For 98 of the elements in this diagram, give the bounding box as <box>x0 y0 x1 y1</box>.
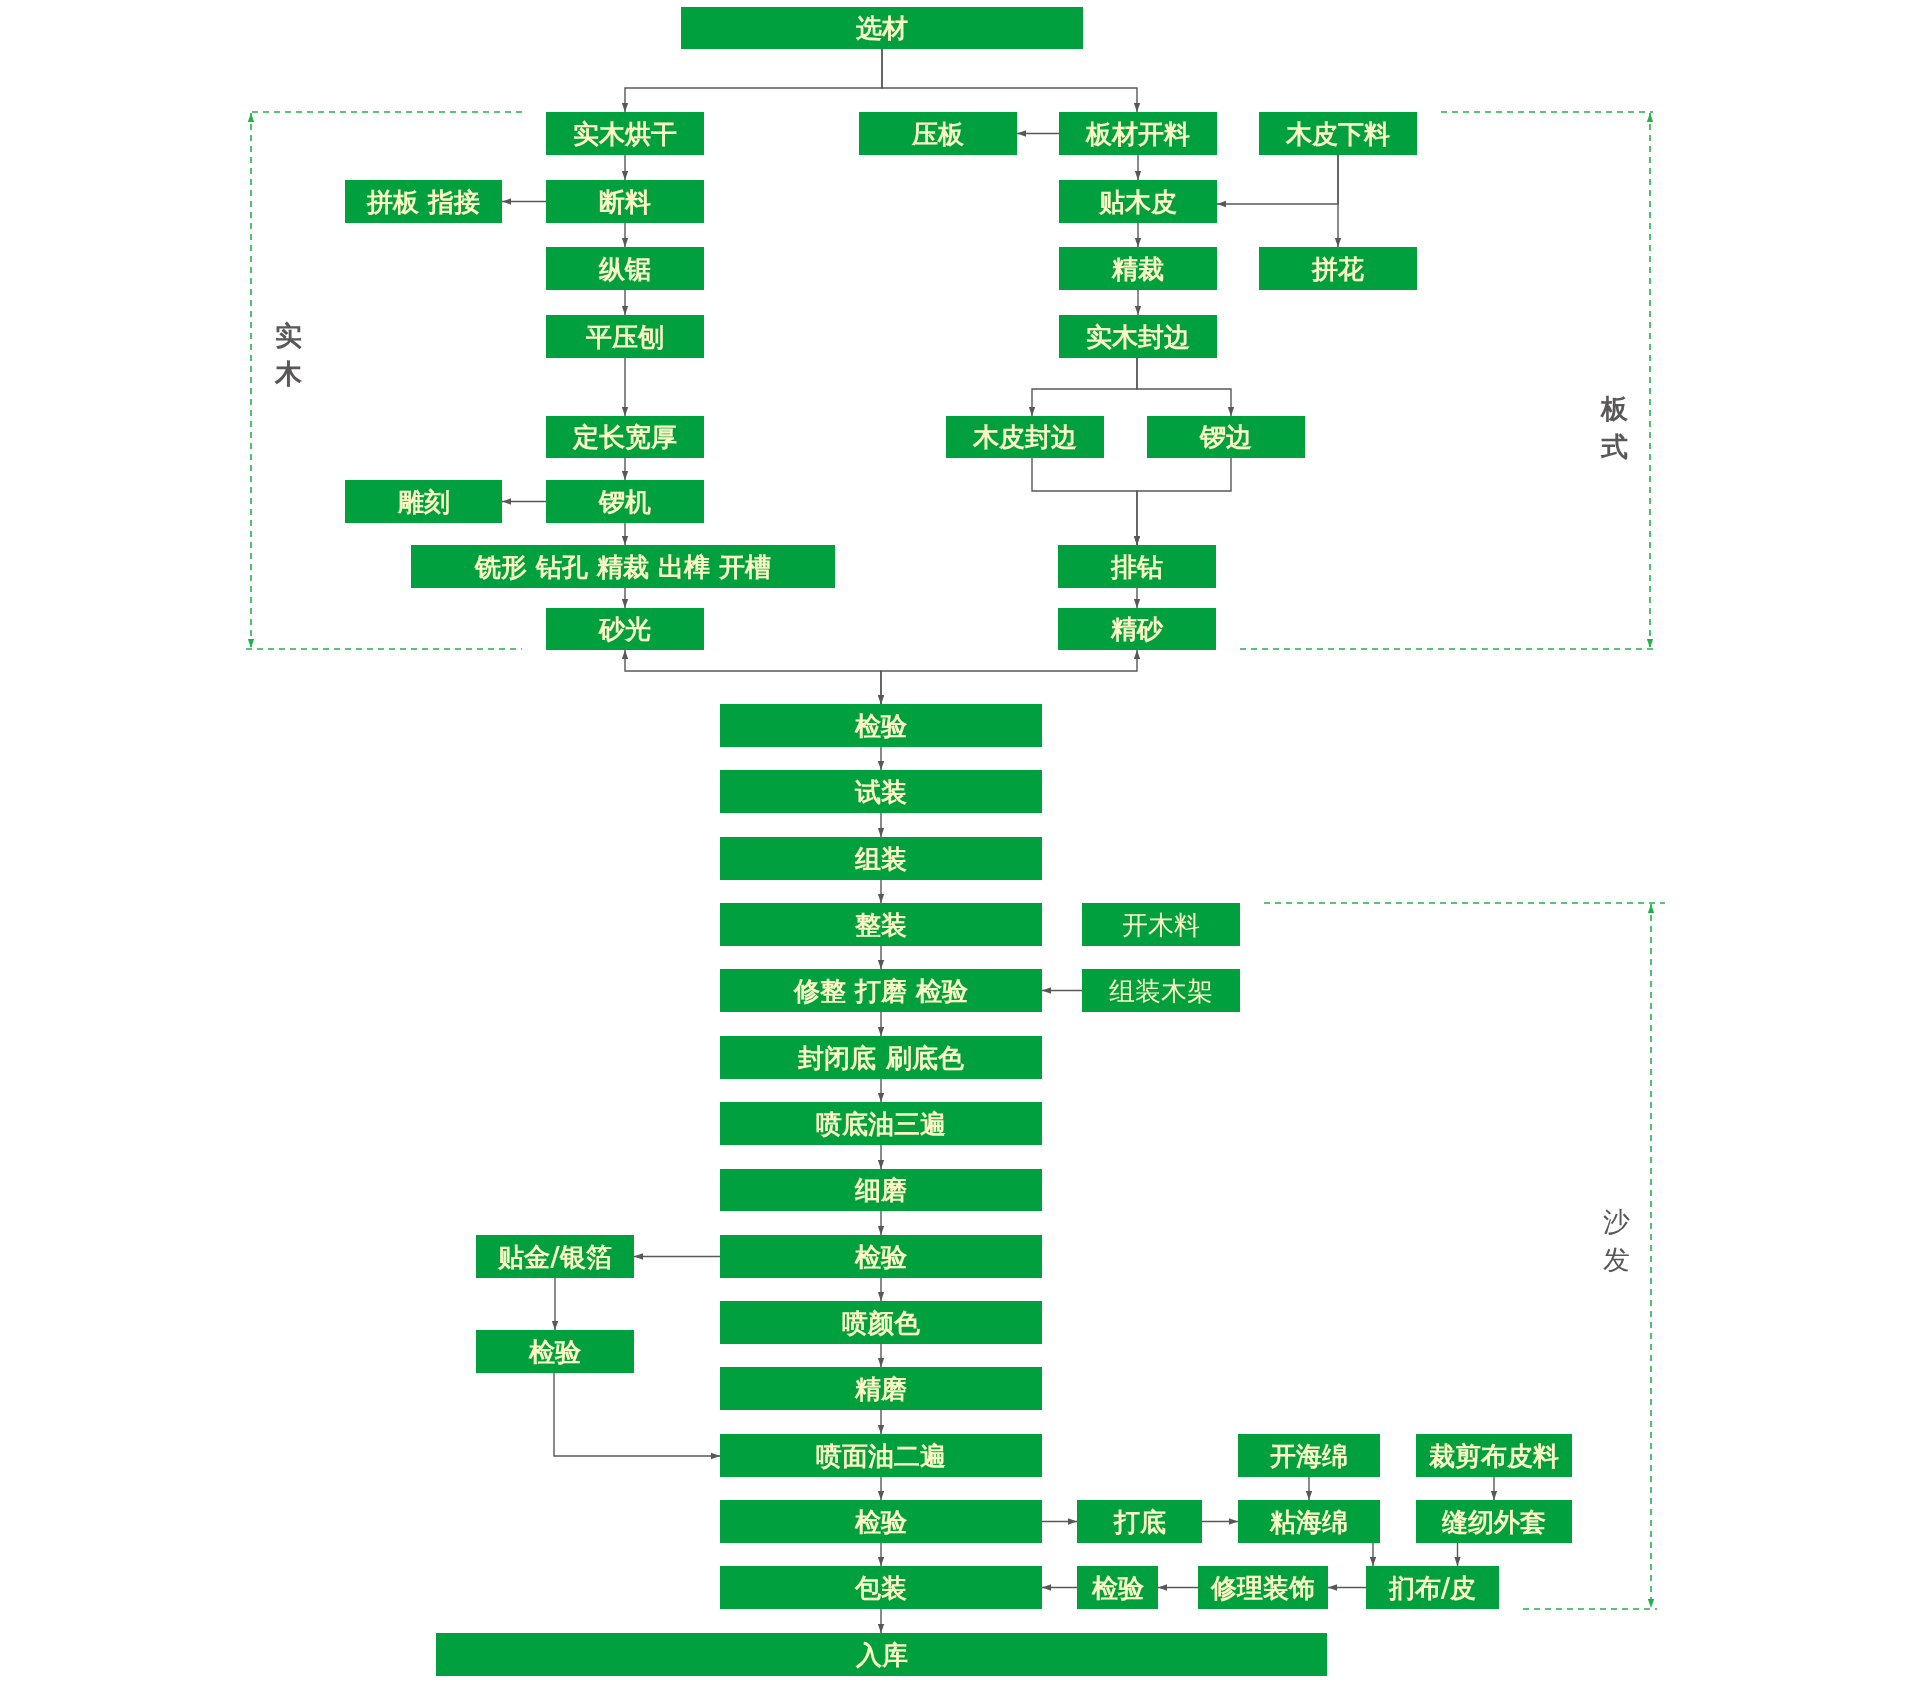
process-box: 检验 <box>720 1500 1042 1543</box>
process-box: 喷底油三遍 <box>720 1102 1042 1145</box>
arrow <box>877 1608 885 1634</box>
arrow <box>1133 457 1232 546</box>
process-box: 裁剪布皮料 <box>1416 1434 1572 1477</box>
process-box: 修整 打磨 检验 <box>720 969 1042 1012</box>
process-box: 修理装饰 <box>1198 1566 1328 1609</box>
process-box: 贴金/银箔 <box>476 1235 634 1278</box>
process-box: 定长宽厚 <box>546 416 704 458</box>
arrow <box>1041 987 1083 994</box>
arrow <box>1327 1584 1367 1591</box>
process-box: 检验 <box>720 704 1042 747</box>
arrow <box>877 1476 885 1501</box>
process-box: 木皮下料 <box>1259 112 1417 155</box>
arrow <box>1334 154 1342 248</box>
arrow <box>881 48 1141 113</box>
arrow <box>1201 1518 1239 1525</box>
section-label: 实木 <box>274 319 302 391</box>
process-box: 砂光 <box>546 608 704 650</box>
process-box: 开海绵 <box>1238 1434 1380 1477</box>
process-box: 锣边 <box>1147 416 1305 458</box>
process-box: 缝纫外套 <box>1416 1500 1572 1543</box>
arrow <box>1157 1584 1199 1591</box>
process-box: 拼花 <box>1259 247 1417 290</box>
process-box: 实木封边 <box>1059 315 1217 358</box>
arrow <box>877 1011 885 1037</box>
arrow <box>621 154 629 181</box>
process-box: 贴木皮 <box>1059 180 1217 223</box>
arrow <box>877 1542 885 1567</box>
process-box: 入库 <box>436 1633 1327 1676</box>
arrow <box>1041 1584 1078 1591</box>
arrow <box>1133 587 1141 609</box>
process-box: 精磨 <box>720 1367 1042 1410</box>
section-label: 板式 <box>1600 392 1628 464</box>
arrow <box>633 1253 721 1260</box>
arrow <box>621 357 629 417</box>
process-box: 检验 <box>1077 1566 1158 1609</box>
arrow <box>877 1277 885 1302</box>
arrow <box>551 1277 559 1331</box>
process-box: 组装木架 <box>1082 969 1240 1012</box>
process-box: 封闭底 刷底色 <box>720 1036 1042 1079</box>
arrow <box>501 498 547 505</box>
process-box: 锣机 <box>546 480 704 523</box>
arrow <box>877 879 885 904</box>
arrow <box>1016 130 1060 137</box>
process-box: 选材 <box>681 7 1083 49</box>
arrow <box>1134 154 1142 181</box>
arrow <box>1305 1476 1313 1501</box>
process-box: 平压刨 <box>546 315 704 358</box>
process-box: 打底 <box>1077 1500 1202 1543</box>
arrow <box>1134 222 1142 248</box>
process-box: 检验 <box>476 1330 634 1373</box>
arrow <box>877 746 885 771</box>
process-box: 板材开料 <box>1059 112 1217 155</box>
arrow <box>553 1372 721 1460</box>
process-box: 压板 <box>859 112 1017 155</box>
process-box: 铣形 钻孔 精裁 出榫 开槽 <box>411 545 835 588</box>
process-box: 整装 <box>720 903 1042 946</box>
process-box: 试装 <box>720 770 1042 813</box>
arrow <box>621 522 629 546</box>
process-box: 粘海绵 <box>1238 1500 1380 1543</box>
process-box: 雕刻 <box>345 480 502 523</box>
arrow <box>877 1078 885 1103</box>
process-box: 喷面油二遍 <box>720 1434 1042 1477</box>
process-box: 组装 <box>720 837 1042 880</box>
arrow <box>877 945 885 970</box>
process-box: 包装 <box>720 1566 1042 1609</box>
process-box: 拼板 指接 <box>345 180 502 223</box>
process-box: 木皮封边 <box>946 416 1104 458</box>
arrow <box>621 222 629 248</box>
section-label: 沙发 <box>1602 1205 1630 1277</box>
arrow <box>1041 1518 1078 1525</box>
arrow <box>501 198 547 205</box>
process-box: 实木烘干 <box>546 112 704 155</box>
process-box: 断料 <box>546 180 704 223</box>
arrow <box>1369 1542 1377 1567</box>
process-box: 精砂 <box>1058 608 1216 650</box>
arrow <box>621 587 629 609</box>
arrow <box>877 1409 885 1435</box>
arrow <box>621 289 629 316</box>
arrow <box>1490 1476 1498 1501</box>
arrow <box>877 1343 885 1368</box>
process-box: 细磨 <box>720 1169 1042 1211</box>
process-box: 开木料 <box>1082 903 1240 946</box>
process-box: 检验 <box>720 1235 1042 1278</box>
arrow <box>1136 357 1235 417</box>
arrow <box>1134 289 1142 316</box>
arrow <box>877 1210 885 1236</box>
arrow <box>621 457 629 481</box>
arrow <box>877 812 885 838</box>
arrow <box>877 649 1141 705</box>
process-box: 精裁 <box>1059 247 1217 290</box>
process-box: 纵锯 <box>546 247 704 290</box>
process-box: 排钻 <box>1058 545 1216 588</box>
arrow <box>877 1144 885 1170</box>
process-box: 喷颜色 <box>720 1301 1042 1344</box>
process-box: 扪布/皮 <box>1366 1566 1499 1609</box>
arrow <box>1454 1542 1461 1567</box>
